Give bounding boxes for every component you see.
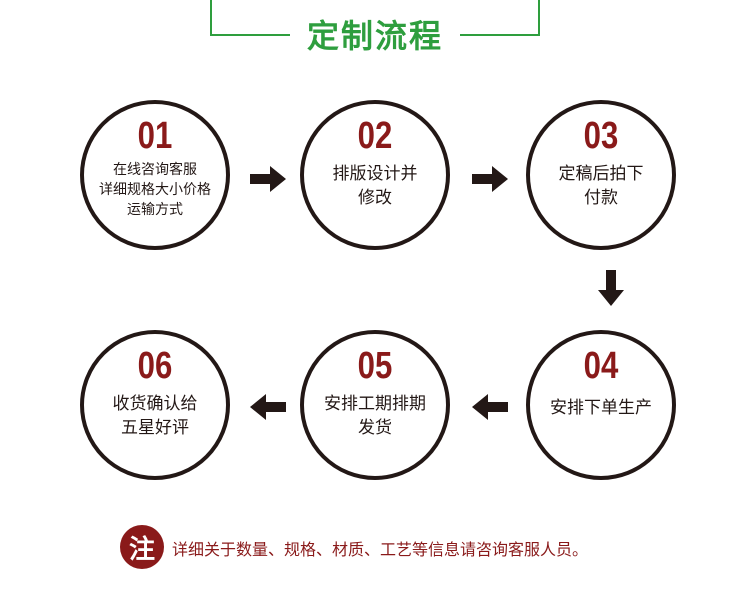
step-line: 付款 — [584, 188, 618, 208]
arrow-left-icon — [472, 394, 508, 420]
step-04: 04 安排下单生产 — [526, 330, 676, 480]
step-description: 在线咨询客服 详细规格大小价格 运输方式 — [90, 160, 220, 220]
step-line: 安排工期排期 — [324, 394, 426, 414]
step-number: 02 — [357, 115, 393, 157]
title-container: 定制流程 — [290, 8, 460, 60]
step-06: 06 收货确认给 五星好评 — [80, 330, 230, 480]
step-line: 安排下单生产 — [550, 398, 652, 418]
step-05: 05 安排工期排期 发货 — [300, 330, 450, 480]
page-title: 定制流程 — [306, 17, 443, 55]
step-02: 02 排版设计并 修改 — [300, 100, 450, 250]
step-line: 排版设计并 — [332, 164, 418, 184]
arrow-right-icon — [472, 166, 508, 192]
step-number: 03 — [583, 115, 619, 157]
step-description: 安排工期排期 发货 — [310, 392, 440, 440]
step-line: 收货确认给 — [112, 394, 198, 414]
step-line: 五星好评 — [121, 418, 189, 438]
step-line: 修改 — [358, 188, 392, 208]
step-description: 排版设计并 修改 — [310, 162, 440, 210]
step-number: 01 — [137, 115, 173, 157]
arrow-down-icon — [598, 270, 624, 306]
step-description: 收货确认给 五星好评 — [90, 392, 220, 440]
step-line: 发货 — [358, 418, 392, 438]
step-description: 安排下单生产 — [536, 396, 666, 420]
step-number: 04 — [583, 345, 619, 387]
step-01: 01 在线咨询客服 详细规格大小价格 运输方式 — [80, 100, 230, 250]
step-number: 05 — [357, 345, 393, 387]
step-line: 运输方式 — [127, 202, 183, 218]
note-text: 详细关于数量、规格、材质、工艺等信息请咨询客服人员。 — [172, 540, 589, 559]
arrow-left-icon — [250, 394, 286, 420]
step-03: 03 定稿后拍下 付款 — [526, 100, 676, 250]
step-line: 在线咨询客服 — [113, 162, 197, 178]
step-line: 详细规格大小价格 — [99, 182, 211, 198]
step-line: 定稿后拍下 — [558, 164, 644, 184]
step-description: 定稿后拍下 付款 — [536, 162, 666, 210]
step-number: 06 — [137, 345, 173, 387]
note-badge: 注 — [120, 525, 164, 569]
arrow-right-icon — [250, 166, 286, 192]
